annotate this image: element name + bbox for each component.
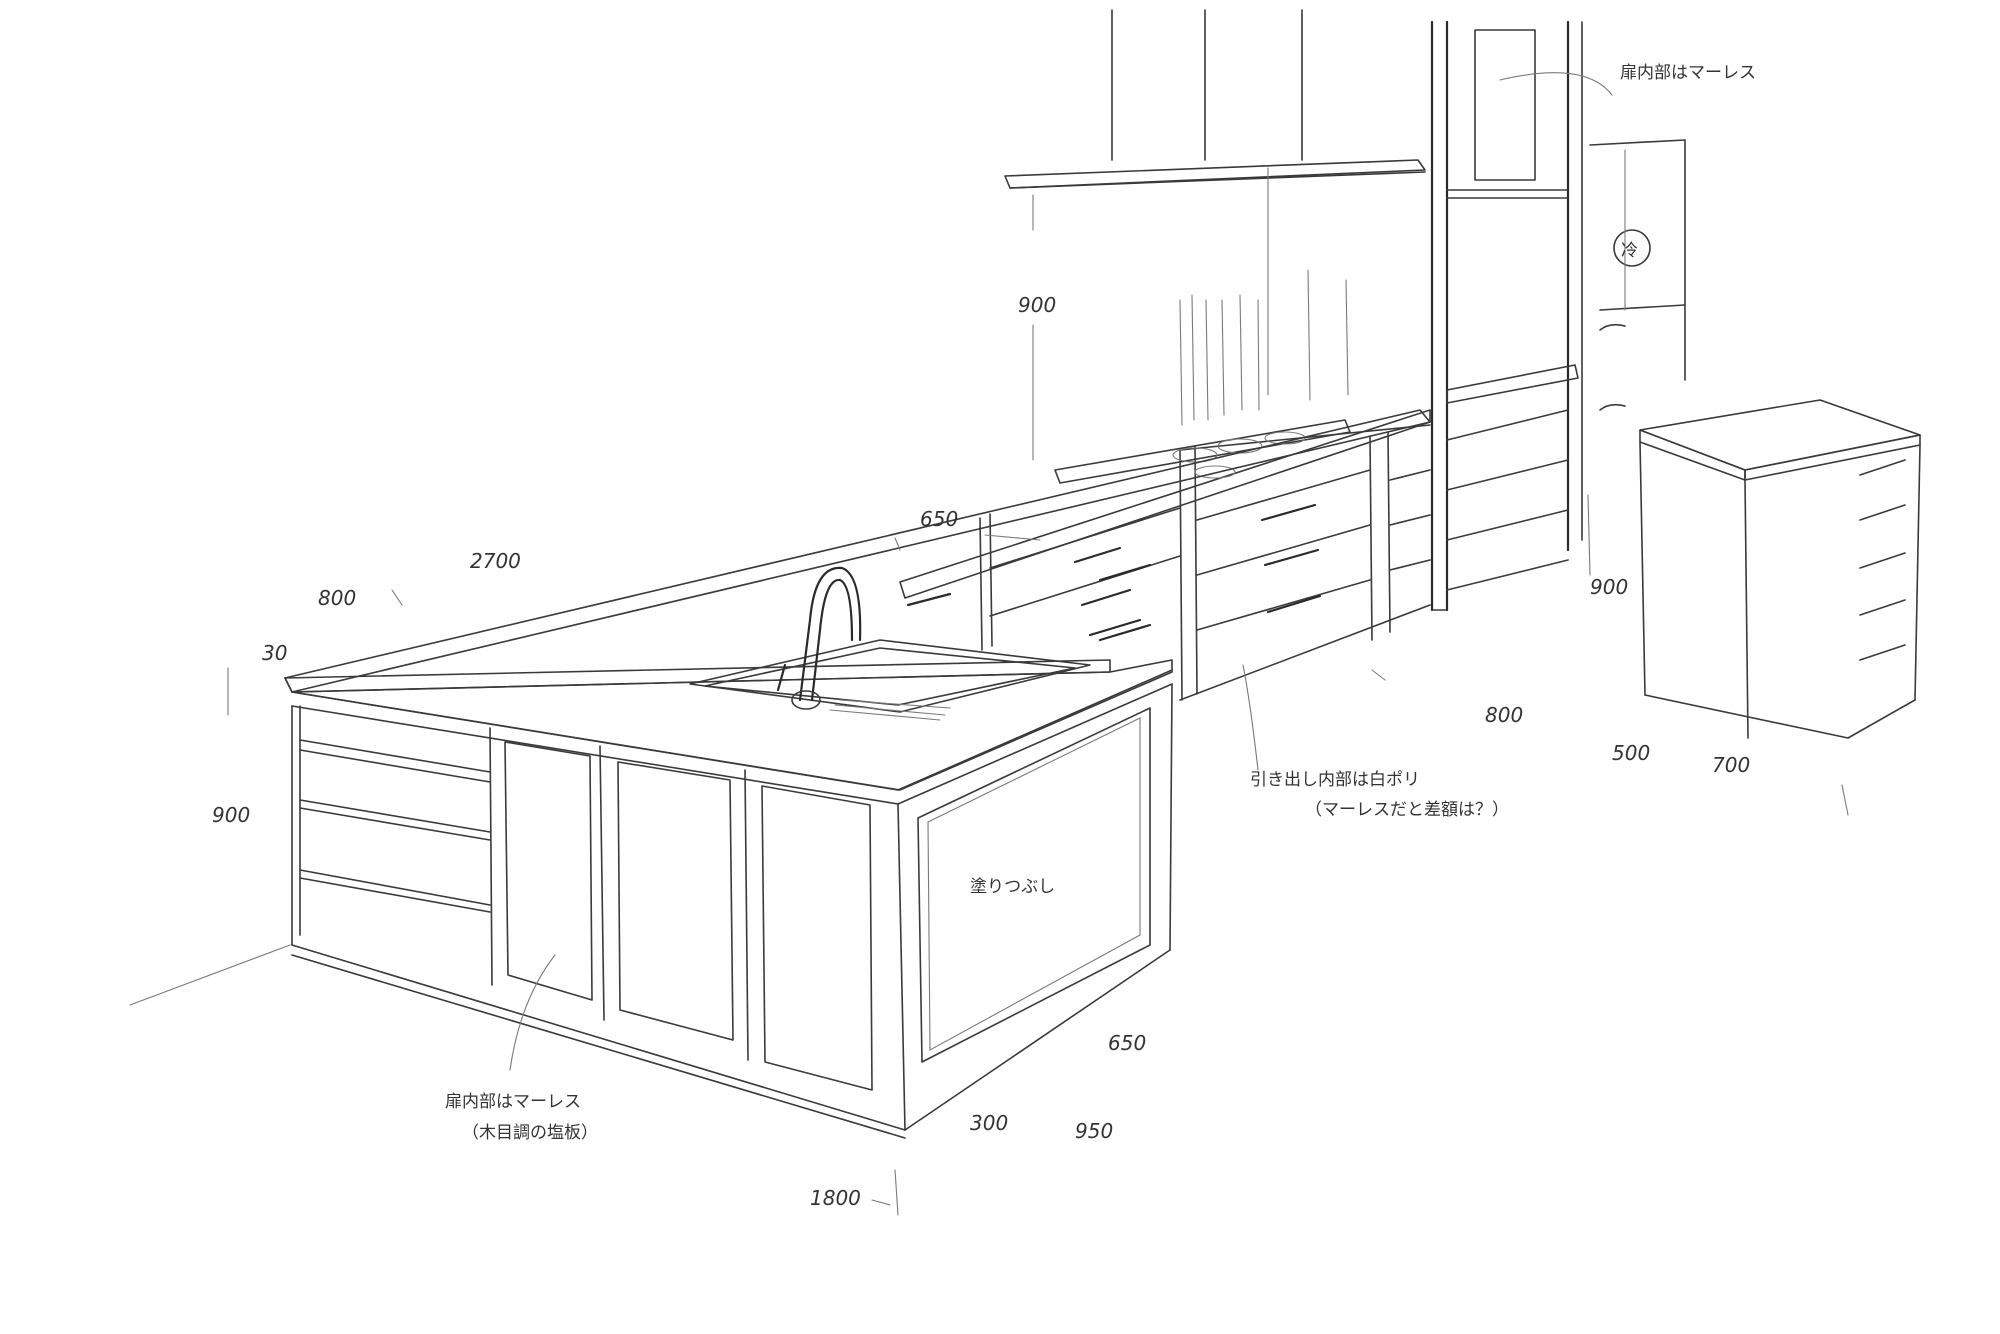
note-island-door: 扉内部はマーレス — [445, 1092, 581, 1112]
dim-side-depth: 500 — [1612, 741, 1650, 765]
side-table — [1639, 399, 1921, 739]
backsplash-hatching — [1179, 269, 1349, 426]
dim-hood-height: 900 — [1018, 293, 1056, 317]
fridge — [1589, 139, 1686, 411]
note-island-door-sub: （木目調の塩板） — [462, 1123, 598, 1143]
note-fridge: 冷 — [1621, 241, 1638, 261]
dim-back-length: 2700 — [470, 549, 521, 573]
dim-top-thickness: 30 — [262, 641, 287, 665]
dim-back-width: 800 — [1485, 703, 1523, 727]
note-drawer-interior-sub: （マーレスだと差額は？） — [1305, 800, 1509, 820]
dimension-leaders — [227, 72, 1849, 1216]
note-drawer-interior: 引き出し内部は白ポリ — [1250, 770, 1420, 790]
range-hood — [1004, 9, 1426, 396]
dim-island-height: 900 — [212, 803, 250, 827]
note-island-side: 塗りつぶし — [970, 876, 1055, 897]
faucet — [776, 566, 862, 710]
note-upper-door: 扉内部はマーレス — [1620, 63, 1756, 83]
dim-island-950: 950 — [1075, 1119, 1113, 1143]
tall-cabinet — [1430, 20, 1583, 612]
floor-line — [129, 944, 291, 1006]
back-counter — [899, 364, 1579, 701]
dim-island-width: 800 — [318, 586, 356, 610]
sink — [689, 639, 1091, 721]
dim-counter-depth: 650 — [920, 507, 958, 531]
dim-side-height: 900 — [1590, 575, 1628, 599]
dim-island-300: 300 — [970, 1111, 1008, 1135]
dim-island-length: 1800 — [810, 1186, 861, 1210]
island — [284, 409, 1431, 1139]
dim-island-650: 650 — [1108, 1031, 1146, 1055]
dim-side-width: 700 — [1712, 753, 1750, 777]
